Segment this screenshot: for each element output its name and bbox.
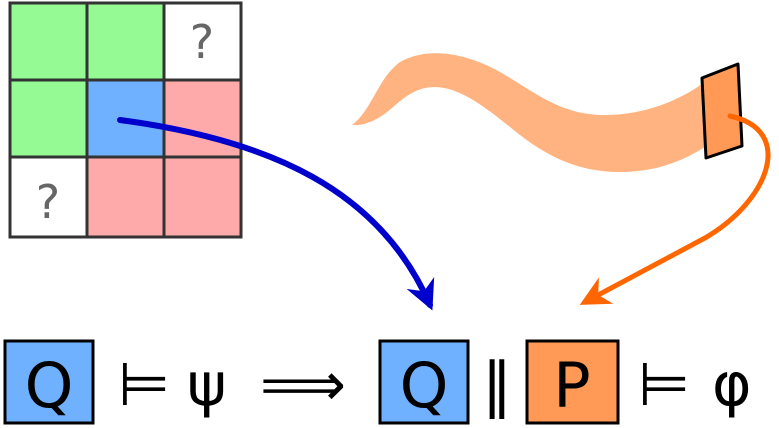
q-box-right [378, 339, 470, 425]
unknown-cell-label: ? [190, 15, 214, 69]
psi-symbol: ψ [187, 350, 227, 420]
entails-symbol: ⊨ [638, 350, 690, 420]
grid-cell-r0-c0 [8, 1, 89, 82]
entails-symbol: ⊨ [118, 350, 170, 420]
q-box-left-label: Q [25, 349, 74, 422]
p-box-label: P [553, 349, 590, 422]
p-box [525, 339, 620, 425]
ribbon-shape [352, 53, 712, 172]
grid-cell-r0-c1 [85, 1, 166, 82]
unknown-cell-label: ? [36, 175, 60, 229]
implies-symbol: ⟹ [260, 350, 346, 420]
grid-cell-r1-c0 [8, 78, 89, 159]
phi-symbol: φ [712, 350, 752, 420]
formula: Q ⊨ ψ ⟹ Q ‖ P ⊨ φ [3, 339, 752, 425]
q-box-right-label: Q [400, 349, 449, 422]
q-box-left [3, 339, 95, 425]
grid-cell-r2-c0 [8, 155, 89, 239]
orange-arrow [579, 113, 771, 305]
parallel-symbol: ‖ [482, 350, 512, 420]
ribbon-tag [700, 62, 744, 160]
blue-arrow [117, 117, 435, 311]
grid-cell-r2-c1 [85, 155, 166, 239]
grid-cell-r2-c2 [162, 155, 243, 239]
